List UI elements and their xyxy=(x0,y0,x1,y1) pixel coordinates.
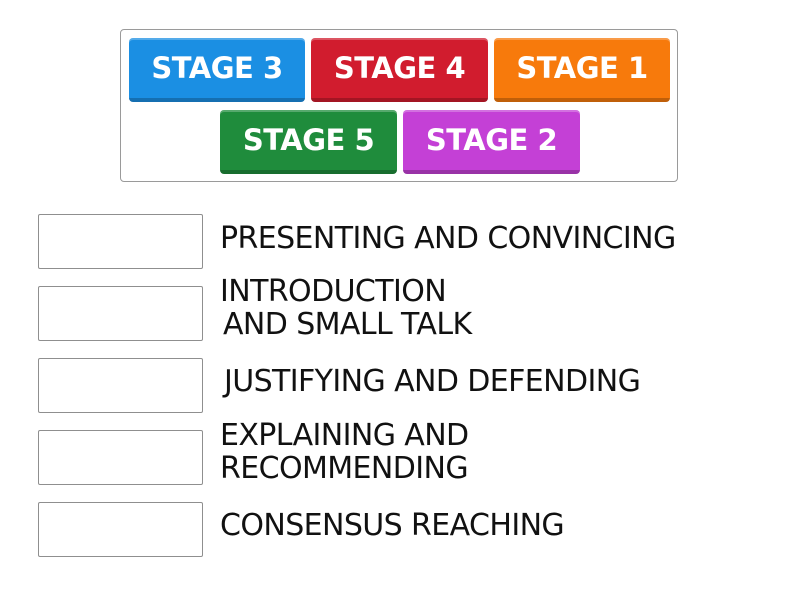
tile-label: STAGE 2 xyxy=(425,123,558,157)
drop-slot-3[interactable] xyxy=(38,358,203,413)
drop-slot-5[interactable] xyxy=(38,502,203,557)
target-label-5: CONSENSUS REACHING xyxy=(220,508,565,543)
tile-stage-4[interactable]: STAGE 4 xyxy=(311,38,488,102)
tile-label: STAGE 3 xyxy=(151,51,283,85)
tile-stage-1[interactable]: STAGE 1 xyxy=(494,38,670,102)
target-label-1: PRESENTING AND CONVINCING xyxy=(220,221,676,256)
target-label-3: JUSTIFYING AND DEFENDING xyxy=(224,364,641,399)
tile-stage-5[interactable]: STAGE 5 xyxy=(220,110,397,174)
answer-bank: STAGE 3 STAGE 4 STAGE 1 STAGE 5 STAGE 2 xyxy=(120,29,678,182)
drop-slot-4[interactable] xyxy=(38,430,203,485)
drop-slot-1[interactable] xyxy=(38,214,203,269)
drop-slot-2[interactable] xyxy=(38,286,203,341)
tile-label: STAGE 5 xyxy=(242,123,375,157)
tile-label: STAGE 4 xyxy=(333,51,466,85)
tile-stage-2[interactable]: STAGE 2 xyxy=(403,110,580,174)
tile-label: STAGE 1 xyxy=(516,51,648,85)
tile-stage-3[interactable]: STAGE 3 xyxy=(129,38,305,102)
